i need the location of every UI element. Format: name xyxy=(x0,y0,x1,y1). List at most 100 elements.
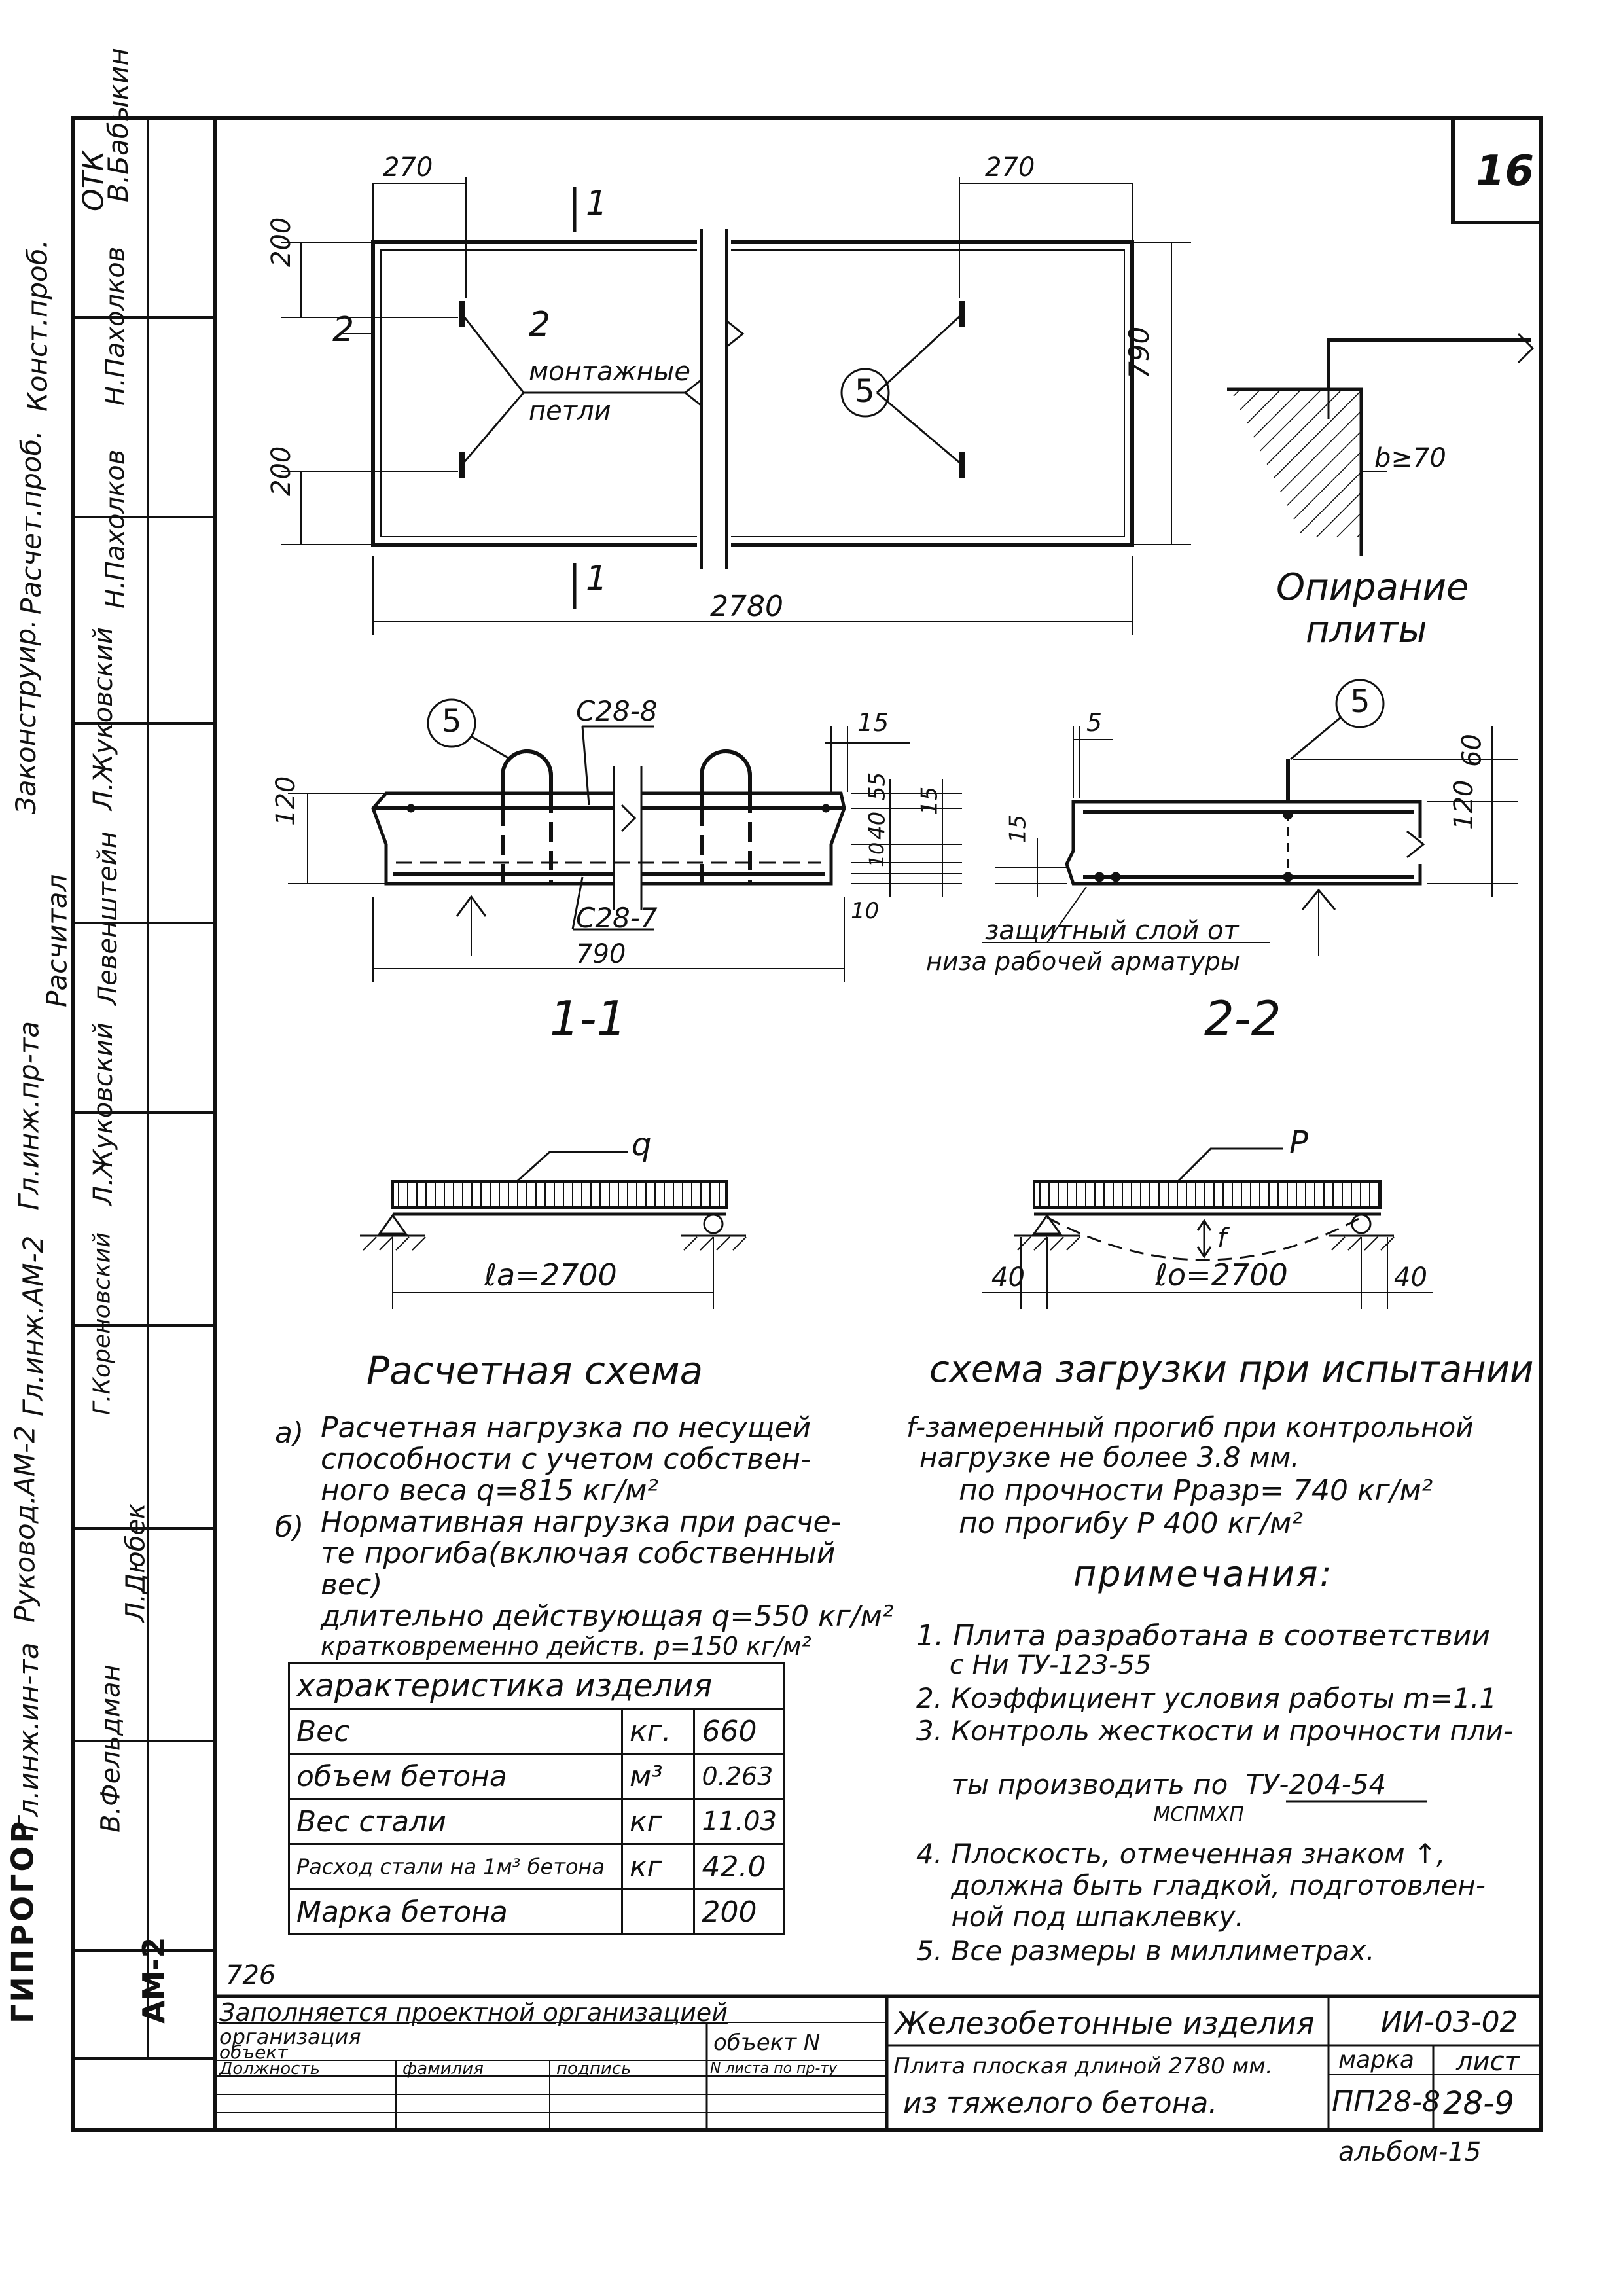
stamp-strip-rows xyxy=(73,316,215,2060)
tb-col-position: Должность xyxy=(219,2059,320,2079)
plan-dim-height: 790 xyxy=(1122,326,1155,379)
calc-note-a-mark: а) xyxy=(275,1416,304,1450)
org-name-vertical: ГИПРОГОР xyxy=(5,1818,41,2024)
note-line-6: МСПМХП xyxy=(916,1803,1244,1826)
stamp-label-zakonstr: Законструир. xyxy=(10,619,43,814)
sheet-number: 16 xyxy=(1476,147,1535,196)
table-cell-unit: м³ xyxy=(620,1753,696,1800)
stamp-label-gl-inzh-in: Гл.инж.ин-та xyxy=(12,1642,45,1832)
test-note-2: нагрузке не более 3.8 мм. xyxy=(919,1441,1300,1473)
stamp-label-rukovod: Руковод.АМ-2 xyxy=(9,1426,41,1623)
sheet-frame xyxy=(71,116,1543,2132)
calc-note-b-3: вес) xyxy=(321,1568,383,1602)
note-line-7: 4. Плоскость, отмеченная знаком ↑, xyxy=(916,1838,1446,1870)
test-span: ℓо=2700 xyxy=(1155,1257,1288,1293)
s22-callout-5: 5 xyxy=(1350,683,1370,720)
plan-section-1-bottom: 1 xyxy=(586,559,608,598)
calc-note-a-2: способности с учетом собствен- xyxy=(321,1443,811,1476)
section-2-2 xyxy=(982,679,1518,956)
tb-col-signature: подпись xyxy=(556,2059,632,2079)
s11-title: 1-1 xyxy=(550,991,627,1046)
plan-dim-side-bottom: 200 xyxy=(266,446,296,496)
plan-dim-side-top: 200 xyxy=(266,217,296,267)
stamp-label-raschital: Расчитал xyxy=(41,874,73,1007)
test-deflection-label: f xyxy=(1217,1223,1227,1253)
plan-dim-left-top: 270 xyxy=(383,152,433,183)
tb-album: альбом-15 xyxy=(1338,2137,1482,2167)
test-note-3: по прочности Pразр= 740 кг/м² xyxy=(959,1474,1433,1507)
table-header-row: характеристика изделия xyxy=(288,1662,785,1710)
tb-filled-by: Заполняется проектной организацией xyxy=(219,1998,728,2027)
table-cell-value: 11.03 xyxy=(693,1798,785,1845)
table-cell-name: Вес xyxy=(288,1708,623,1755)
title-block-lines xyxy=(215,1994,1541,2130)
support-detail xyxy=(1227,332,1535,556)
s22-dim-60: 60 xyxy=(1457,734,1488,767)
table-cell-value: 42.0 xyxy=(693,1843,785,1890)
table-cell-name: Марка бетона xyxy=(288,1888,623,1935)
table-cell-unit xyxy=(620,1888,696,1935)
tb-mark-label: марка xyxy=(1338,2047,1414,2073)
table-cell-value: 0.263 xyxy=(693,1753,785,1800)
table-cell-unit: кг xyxy=(620,1843,696,1890)
plan-callout-2: 2 xyxy=(529,305,551,344)
stamp-label-gl-inzh-am: Гл.инж.АМ-2 xyxy=(16,1235,49,1416)
s11-dim-10-a: 10 xyxy=(865,842,889,867)
note-line-8: должна быть гладкой, подготовлен- xyxy=(916,1869,1486,1901)
stamp-name-7: Г.Кореновский xyxy=(88,1232,116,1415)
sheet-number-box xyxy=(1451,118,1541,224)
table-cell-unit: кг. xyxy=(620,1708,696,1755)
table-row: Марка бетона 200 xyxy=(288,1888,785,1935)
s11-dim-40: 40 xyxy=(864,811,891,840)
calc-note-b-4: длительно действующая q=550 кг/м² xyxy=(321,1600,894,1633)
tb-description-2: из тяжелого бетона. xyxy=(903,2087,1218,2120)
support-title-1: Опирание xyxy=(1276,566,1469,609)
table-cell-value: 200 xyxy=(693,1888,785,1935)
stamp-name-1: В.Бабыкин xyxy=(102,48,135,202)
plan-section-2: 2 xyxy=(332,310,355,350)
test-right-dim: 40 xyxy=(1394,1263,1427,1293)
tb-col-sheet-no: N листа по пр-ту xyxy=(710,2060,838,2077)
support-title-2: плиты xyxy=(1306,609,1427,651)
s11-dim-10-b: 10 xyxy=(851,898,880,924)
tb-col-surname: фамилия xyxy=(402,2059,484,2079)
tb-code-left: 726 xyxy=(226,1960,276,1990)
tb-org-label: организация xyxy=(219,2024,361,2049)
stamp-label-konstr: Конст.проб. xyxy=(21,240,54,412)
plan-callout-5: 5 xyxy=(855,373,875,410)
tb-description-1: Плита плоская длиной 2780 мм. xyxy=(893,2053,1273,2079)
table-header: характеристика изделия xyxy=(288,1662,785,1710)
support-dim-b: b≥70 xyxy=(1374,443,1446,473)
s11-callout-5: 5 xyxy=(442,703,462,740)
note-line-1: 1. Плита разработана в соответствии xyxy=(916,1619,1491,1653)
stamp-label-gl-inzh-pr: Гл.инж.пр-та xyxy=(12,1020,45,1210)
table-row: Расход стали на 1м³ бетона кг 42.0 xyxy=(288,1843,785,1890)
test-note-4: по прогибу P 400 кг/м² xyxy=(959,1507,1304,1540)
table-cell-value: 660 xyxy=(693,1708,785,1755)
note-line-10: 5. Все размеры в миллиметрах. xyxy=(916,1935,1375,1967)
stamp-name-4: Л.Жуковский xyxy=(88,627,119,810)
plan-loops-label-1: монтажные xyxy=(529,357,690,387)
stamp-name-2: Н.Пахолков xyxy=(100,246,131,406)
calc-title: Расчетная схема xyxy=(366,1348,704,1393)
stamp-name-5: Левенштейн xyxy=(93,831,124,1005)
section-1-1 xyxy=(288,698,962,982)
plan-view xyxy=(281,177,1191,635)
test-left-dim: 40 xyxy=(991,1263,1025,1293)
s11-dim-15-top: 15 xyxy=(857,708,889,737)
s22-dim-15: 15 xyxy=(1005,814,1031,843)
calc-note-a-3: ного веса q=815 кг/м² xyxy=(321,1474,658,1507)
s11-dim-790: 790 xyxy=(576,939,626,969)
table-cell-name: объем бетона xyxy=(288,1753,623,1800)
test-title: схема загрузки при испытании xyxy=(929,1348,1534,1391)
plan-loops-label-2: петли xyxy=(529,396,611,426)
s11-dim-55: 55 xyxy=(864,772,891,800)
test-scheme-diagram xyxy=(982,1147,1433,1309)
tb-series: ИИ-03-02 xyxy=(1381,2005,1518,2039)
plan-dim-right-top: 270 xyxy=(985,152,1035,183)
table-row: Вес стали кг 11.03 xyxy=(288,1798,785,1845)
s22-cover-label-2: низа рабочей арматуры xyxy=(926,947,1240,976)
note-line-2: с Ни ТУ-123-55 xyxy=(916,1650,1152,1680)
table-row: Вес кг. 660 xyxy=(288,1708,785,1755)
